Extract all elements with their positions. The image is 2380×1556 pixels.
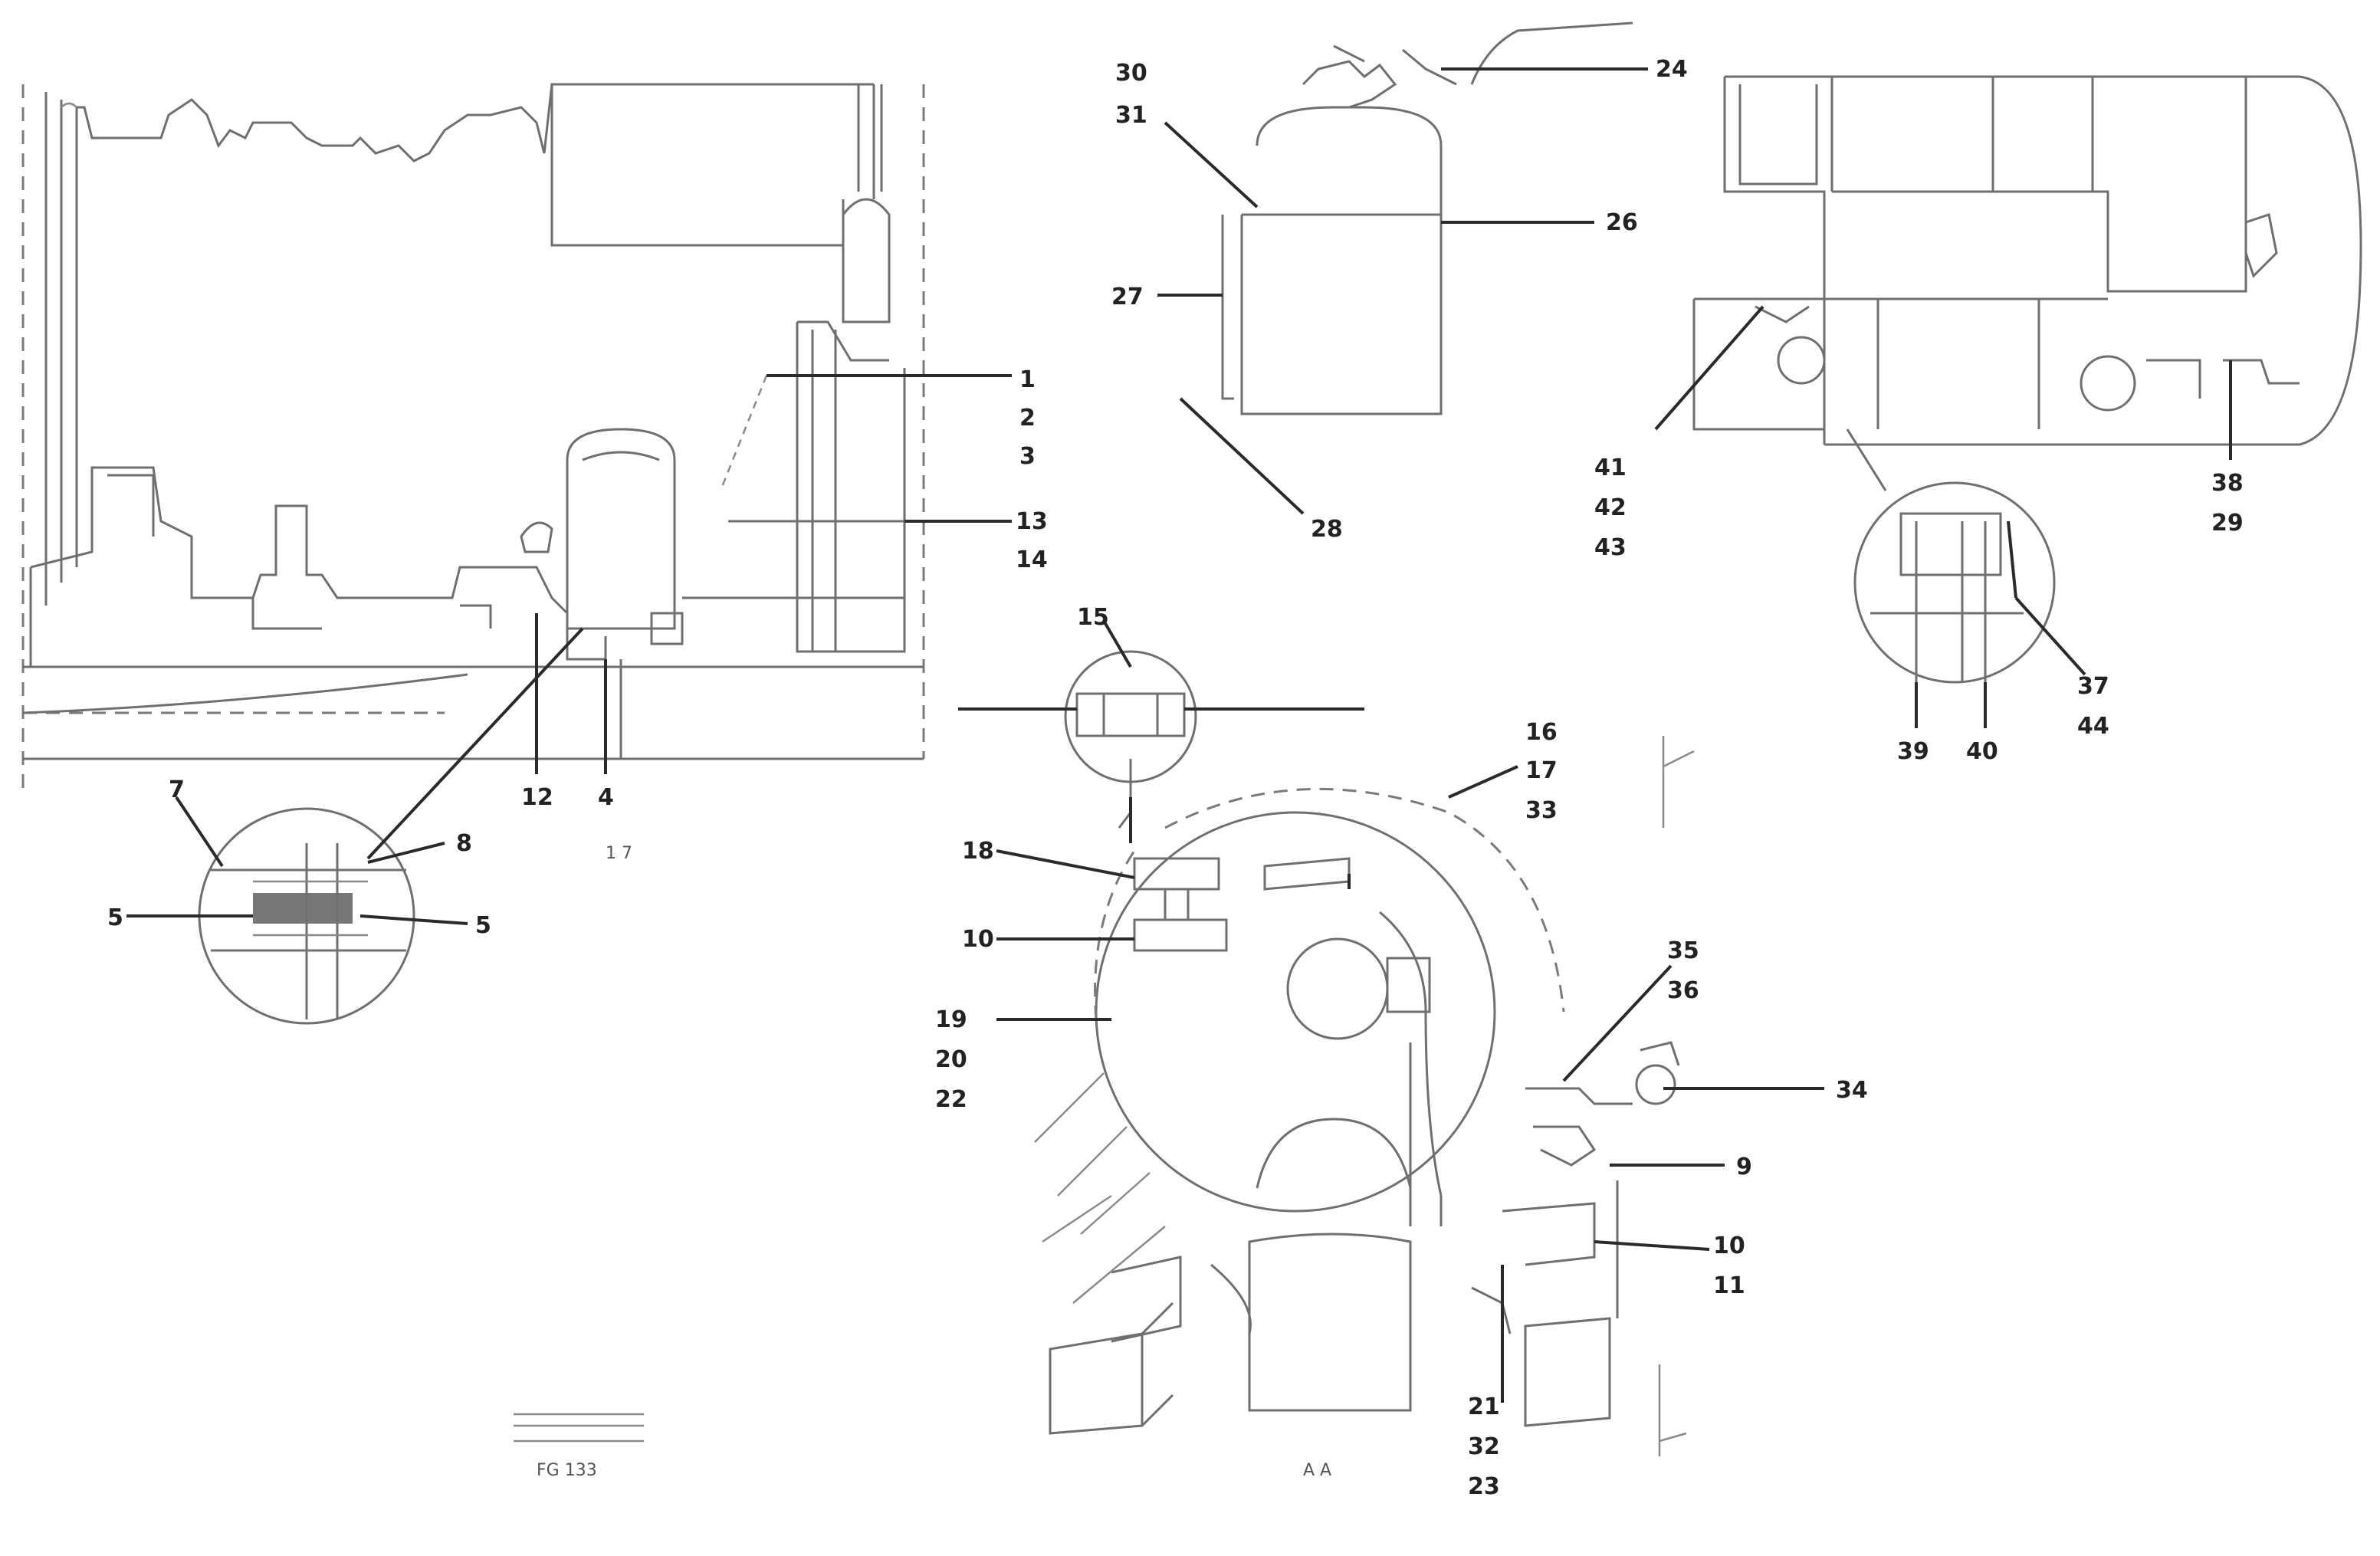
callout-20: 20 [935,1046,967,1073]
callout-17: 17 [1525,757,1558,784]
callout-41: 41 [1594,455,1627,481]
callout-23: 23 [1468,1473,1500,1500]
callout-5-left: 5 [107,904,123,931]
leader-lines [126,67,2232,1403]
callout-labels: 1 2 3 13 14 12 4 7 8 5 5 30 31 24 26 27 … [107,56,2244,1500]
callout-14: 14 [1016,547,1048,573]
callout-30: 30 [1115,60,1147,87]
callout-40: 40 [1966,738,1998,765]
callout-39: 39 [1897,738,1929,765]
section-mark: A A [1303,1461,1331,1480]
callout-15: 15 [1077,604,1109,631]
drawing-number-frame [514,1413,644,1443]
callout-8: 8 [456,830,472,857]
callout-22: 22 [935,1086,967,1113]
callout-18: 18 [962,838,994,865]
callout-10: 10 [962,926,994,953]
callout-27: 27 [1111,284,1144,310]
left-assembly [21,83,925,789]
callout-28: 28 [1311,516,1343,543]
callout-38: 38 [2211,470,2244,497]
callout-24-top: 24 [1656,56,1688,83]
tank-view-top [1221,21,1633,415]
detail-circle-left [198,807,415,1025]
callout-19: 19 [935,1006,967,1033]
callout-5-right: 5 [475,912,491,939]
center-assembly [1034,650,1695,1456]
callout-3: 3 [1019,443,1036,470]
callout-26: 26 [1606,209,1638,236]
callout-43: 43 [1594,534,1627,561]
callout-32: 32 [1468,1433,1500,1460]
callout-4: 4 [598,784,614,811]
callout-2: 2 [1019,405,1036,432]
callout-12: 12 [521,784,553,811]
callout-35: 35 [1667,937,1699,964]
callout-34: 34 [1836,1077,1868,1104]
callout-44: 44 [2077,713,2109,740]
callout-10-right: 10 [1713,1233,1745,1259]
callout-1: 1 [1019,366,1036,393]
callout-16: 16 [1525,719,1558,746]
callout-29: 29 [2211,510,2244,537]
drawing-number: FG 133 [537,1461,597,1480]
callout-13: 13 [1016,508,1048,535]
callout-37: 37 [2077,673,2109,700]
callout-33: 33 [1525,797,1558,824]
callout-36: 36 [1667,977,1699,1004]
callout-11: 11 [1713,1272,1745,1299]
callout-7: 7 [169,776,185,803]
callout-31: 31 [1115,102,1147,129]
callout-42: 42 [1594,494,1627,521]
machine-top-view [1692,75,2362,684]
callout-21: 21 [1468,1394,1500,1420]
callout-9: 9 [1736,1154,1752,1180]
view-reference-mark: 1 7 [606,844,632,863]
